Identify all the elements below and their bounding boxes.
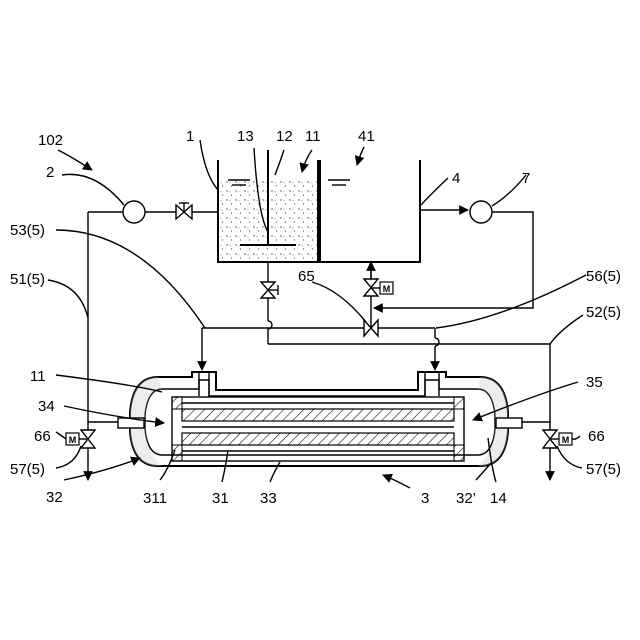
label-14: 14 <box>490 490 507 507</box>
motor-valve-tank4: M <box>364 262 393 296</box>
pump-7 <box>470 201 492 223</box>
label-1: 1 <box>186 128 194 145</box>
motor-valve-66-right: M <box>543 430 572 448</box>
label-53: 53(5) <box>10 222 45 239</box>
label-3: 3 <box>421 490 429 507</box>
label-57-right: 57(5) <box>586 461 621 478</box>
svg-text:M: M <box>562 435 570 445</box>
label-51: 51(5) <box>10 271 45 288</box>
label-2: 2 <box>46 164 54 181</box>
tank-4 <box>320 160 420 262</box>
label-13: 13 <box>237 128 254 145</box>
motor-valve-66-left: M <box>66 422 95 448</box>
label-32-prime: 32’ <box>456 490 476 507</box>
label-34: 34 <box>38 398 55 415</box>
label-65: 65 <box>298 268 315 285</box>
label-7: 7 <box>522 170 530 187</box>
label-35: 35 <box>586 374 603 391</box>
label-57-left: 57(5) <box>10 461 45 478</box>
label-12: 12 <box>276 128 293 145</box>
motor-mark: M <box>383 284 391 294</box>
pump-2 <box>123 201 145 223</box>
membrane-module-31 <box>172 397 464 461</box>
label-11-left: 11 <box>30 368 46 385</box>
label-311: 311 <box>143 490 167 507</box>
label-31: 31 <box>212 490 229 507</box>
label-66-right: 66 <box>588 428 605 445</box>
label-33: 33 <box>260 490 277 507</box>
valve-tank1-drain <box>261 282 278 298</box>
label-4: 4 <box>452 170 460 187</box>
label-102: 102 <box>38 132 63 149</box>
label-66-left: 66 <box>34 428 51 445</box>
label-41: 41 <box>358 128 375 145</box>
svg-text:M: M <box>69 435 77 445</box>
label-32: 32 <box>46 489 63 506</box>
valve-pump2-line <box>176 203 192 219</box>
label-52: 52(5) <box>586 304 621 321</box>
label-56: 56(5) <box>586 268 621 285</box>
label-11-top: 11 <box>305 128 321 145</box>
